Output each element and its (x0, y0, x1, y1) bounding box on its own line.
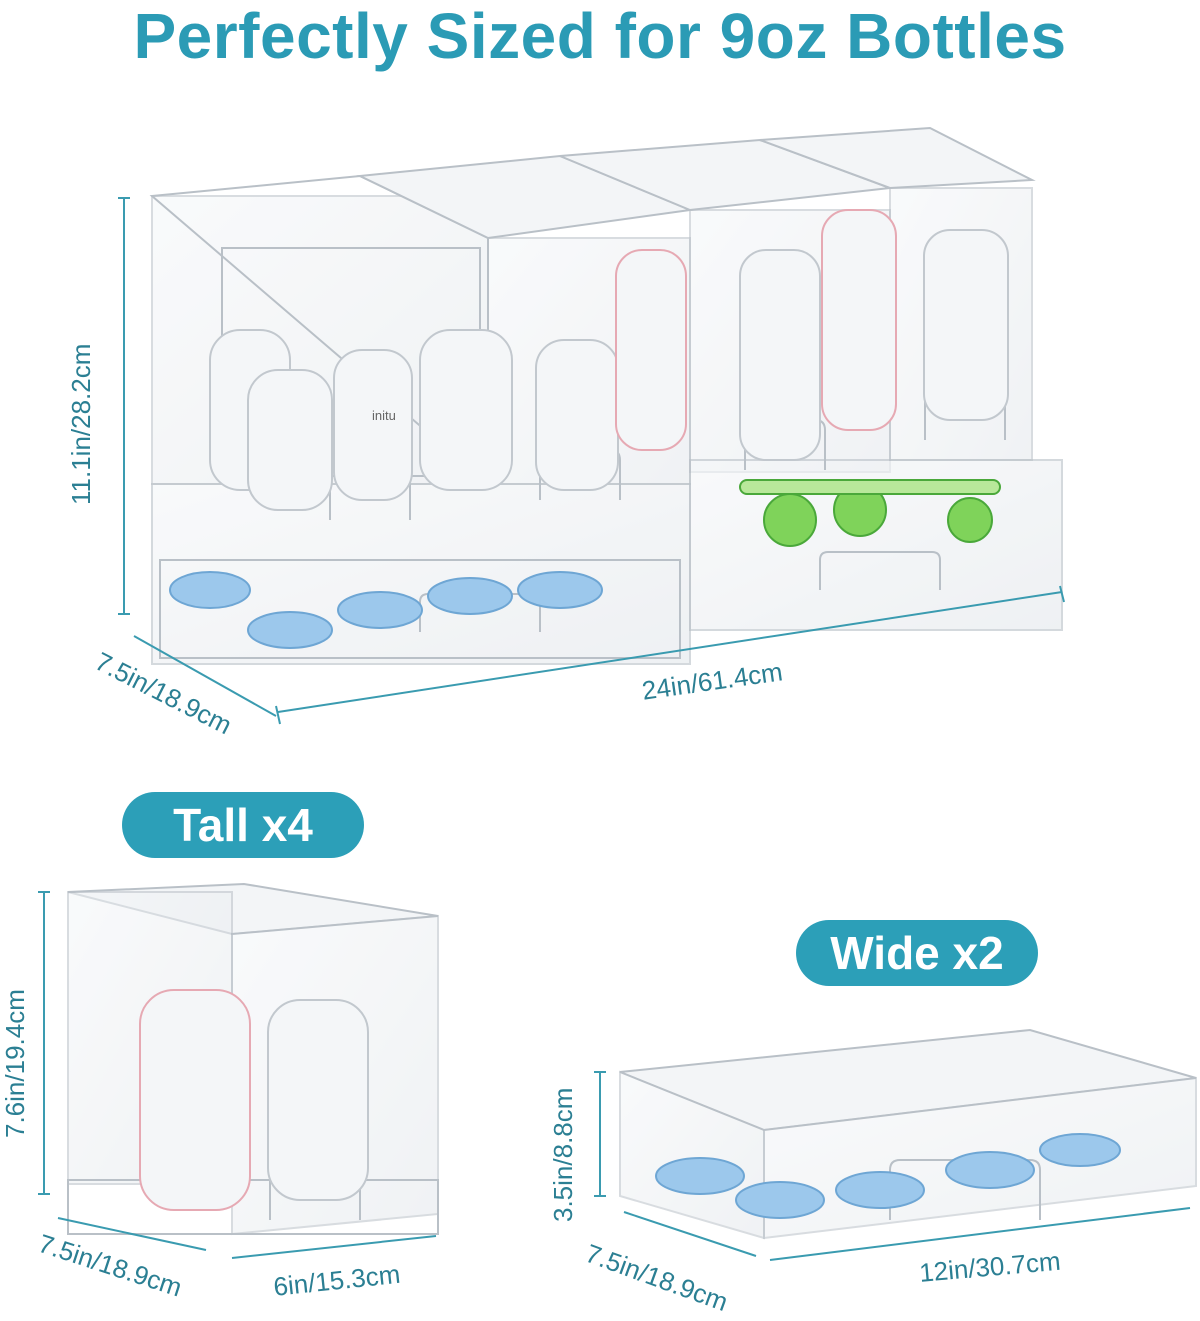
bottle-brand-mark: initu (372, 408, 396, 423)
tall-bin-dimension-lines (38, 891, 437, 1259)
tall-height-label: 7.6in/19.4cm (0, 989, 30, 1138)
wide-height-label: 3.5in/8.8cm (548, 1087, 578, 1222)
tall-bin-bottles (139, 989, 369, 1211)
bottle-brushes (739, 479, 1001, 547)
page-title: Perfectly Sized for 9oz Bottles (133, 0, 1067, 72)
set-height-label: 11.1in/28.2cm (66, 343, 96, 505)
set-dimension-lines (118, 197, 1065, 725)
tall-count-badge: Tall x4 (122, 792, 364, 858)
baby-bottles (209, 209, 1009, 511)
wide-drawer-1 (151, 483, 691, 665)
wide-count-badge: Wide x2 (796, 920, 1038, 986)
bottle-nipples (169, 571, 603, 649)
wide-drawer-single (619, 1028, 1197, 1240)
wide-drawer-dimension-lines (594, 1071, 1191, 1261)
wide-drawer-nipples (655, 1133, 1121, 1219)
tall-bin-single (67, 882, 439, 1236)
